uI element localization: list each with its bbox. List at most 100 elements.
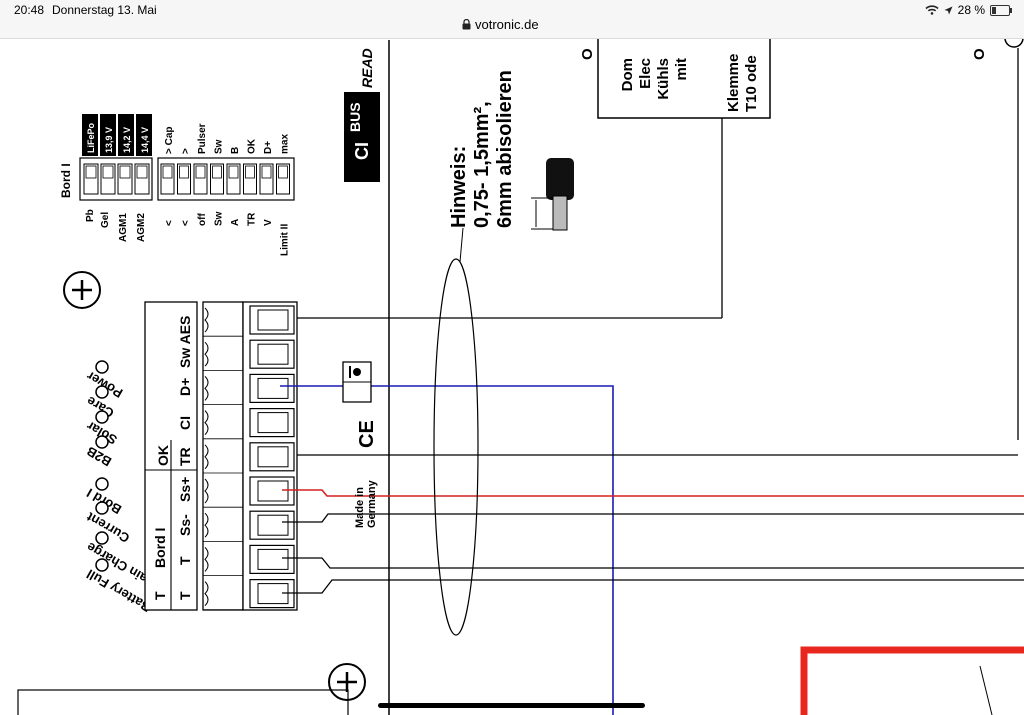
svg-text:T: T: [152, 591, 168, 600]
battery-icon: [990, 4, 1012, 16]
svg-text:CI: CI: [352, 142, 372, 160]
led-icon: [95, 410, 109, 424]
red-highlight-box: [800, 646, 1024, 715]
led-icon: [95, 385, 109, 399]
terminal-slot: [203, 544, 295, 576]
svg-text:Kühls: Kühls: [655, 58, 672, 100]
stripped-cable-icon: [531, 158, 574, 231]
svg-text:0,75- 1,5mm²,: 0,75- 1,5mm²,: [471, 101, 493, 228]
svg-text:Bord I: Bord I: [59, 163, 73, 198]
terminal-slot: [203, 339, 295, 371]
terminal-slot: [203, 373, 295, 406]
home-indicator[interactable]: [378, 703, 645, 708]
terminal-block: [202, 301, 298, 611]
dip-label-top: max: [280, 134, 291, 154]
svg-text:Sw AES: Sw AES: [177, 316, 193, 368]
dip-label-top: Pulser: [197, 123, 208, 154]
svg-text:CI: CI: [177, 416, 193, 430]
url-text[interactable]: votronic.de: [475, 17, 539, 32]
ci-bus-logo: CI BUS READ: [344, 48, 380, 182]
svg-text:AGM1: AGM1: [118, 213, 129, 242]
screw-icon-bottom: [328, 663, 366, 701]
led-icon: [95, 477, 109, 491]
device-box-text: Dom Elec Kühls mit Klemme T10 ode: [619, 54, 760, 112]
op-label-left: O: [579, 48, 596, 60]
svg-text:6mm abisolieren: 6mm abisolieren: [494, 70, 516, 228]
dip-label-bottom: V: [263, 219, 274, 226]
svg-text:Bord I: Bord I: [152, 528, 168, 568]
svg-text:Ss+: Ss+: [177, 477, 193, 502]
made-in-label: Made in: [354, 487, 366, 528]
led-icon: [95, 531, 109, 545]
led-icon: [95, 558, 109, 572]
wires: [280, 317, 1024, 715]
svg-text:Dom: Dom: [619, 58, 636, 91]
svg-text:AGM2: AGM2: [136, 213, 147, 242]
svg-text:Gel: Gel: [100, 212, 111, 228]
address-bar[interactable]: votronic.de: [462, 17, 539, 32]
device-edge: [17, 689, 349, 715]
dip-label-bottom: Limit II: [280, 224, 291, 256]
dip-label-top: OK: [247, 138, 258, 154]
lock-icon: [462, 19, 471, 30]
svg-text:T10 ode: T10 ode: [743, 55, 760, 112]
terminal-slot: [203, 442, 295, 474]
germany-label: Germany: [366, 479, 378, 528]
ce-mark: CE: [356, 420, 378, 448]
dip-label-bottom: A: [230, 219, 241, 226]
dip-label-bottom: <: [164, 220, 175, 226]
red-wire: [282, 489, 1024, 497]
location-icon: [944, 6, 953, 14]
led-icon: [95, 360, 109, 374]
svg-text:Pb: Pb: [85, 209, 96, 222]
status-date: Donnerstag 13. Mai: [52, 3, 157, 17]
terminal-slot: [203, 305, 295, 337]
screw-icon-top: [63, 271, 101, 309]
dip-label-bottom: <: [181, 220, 192, 226]
svg-text:T: T: [177, 591, 193, 600]
led-icon: [95, 435, 109, 449]
dip-label-bottom: off: [197, 213, 208, 226]
svg-text:14,4 V: 14,4 V: [140, 127, 150, 153]
svg-text:BUS: BUS: [347, 102, 363, 132]
svg-text:LiFePo: LiFePo: [86, 122, 96, 153]
terminal-slot: [203, 510, 295, 542]
dip-label-top: B: [230, 147, 241, 154]
svg-text:T: T: [177, 556, 193, 565]
svg-text:OK: OK: [155, 445, 171, 466]
led-icon: [95, 501, 109, 515]
dip-label-top: Sw: [214, 139, 225, 154]
terminal-slot: [203, 408, 295, 440]
svg-text:13,9 V: 13,9 V: [104, 127, 114, 153]
svg-text:D+: D+: [177, 378, 193, 396]
svg-text:READ: READ: [359, 48, 375, 88]
terminal-label-table: Sw AES D+ CI OK TR Ss+ Ss- Bord I T T T: [144, 301, 198, 611]
dip-label-bottom: Sw: [214, 211, 225, 226]
manual-info-icon: [342, 361, 372, 403]
svg-text:Elec: Elec: [637, 58, 654, 89]
dip-label-top: > Cap: [164, 126, 175, 154]
svg-text:mit: mit: [673, 58, 690, 81]
svg-text:Hinweis:: Hinweis:: [448, 146, 470, 228]
status-indicators: 28 %: [925, 3, 1012, 17]
wire-bundle-ellipse: [433, 258, 479, 636]
blue-wire: [280, 385, 614, 715]
status-bar: 20:48 Donnerstag 13. Mai votronic.de 28 …: [0, 0, 1024, 39]
hint-text: Hinweis: 0,75- 1,5mm², 6mm abisolieren: [448, 70, 516, 228]
svg-text:14,2 V: 14,2 V: [122, 127, 132, 153]
board-selector: Bord I Pb Gel AGM1 AGM2 LiFePo 13,9 V 14…: [59, 114, 153, 242]
svg-text:Ss-: Ss-: [177, 514, 193, 536]
svg-text:TR: TR: [177, 447, 193, 466]
status-time: 20:48: [14, 3, 45, 17]
svg-text:Klemme: Klemme: [725, 54, 742, 112]
dip-label-top: >: [181, 148, 192, 154]
device-box: [597, 29, 771, 119]
dip-label-bottom: TR: [247, 212, 258, 226]
dip-label-top: D+: [263, 141, 274, 154]
battery-percent: 28 %: [957, 3, 985, 17]
terminal-slot: [203, 476, 295, 508]
wifi-icon: [925, 5, 939, 15]
op-label-right: O: [971, 48, 988, 60]
